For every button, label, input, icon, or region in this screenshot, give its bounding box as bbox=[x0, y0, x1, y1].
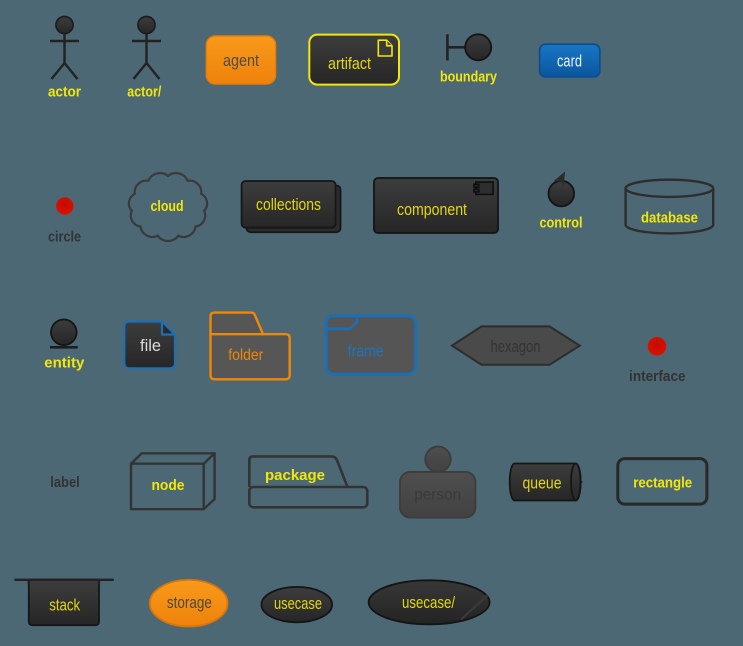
svg-text:folder: folder bbox=[228, 347, 264, 364]
svg-text:frame: frame bbox=[348, 342, 384, 361]
svg-text:database: database bbox=[641, 210, 698, 227]
svg-text:hexagon: hexagon bbox=[491, 337, 541, 356]
svg-text:control: control bbox=[540, 215, 583, 232]
svg-text:actor: actor bbox=[48, 84, 81, 101]
svg-text:collections: collections bbox=[256, 195, 321, 214]
svg-text:cloud: cloud bbox=[151, 198, 184, 215]
svg-text:stack: stack bbox=[49, 596, 80, 615]
svg-text:usecase/: usecase/ bbox=[402, 593, 455, 612]
svg-text:storage: storage bbox=[167, 593, 212, 612]
svg-text:circle: circle bbox=[48, 229, 81, 246]
svg-text:usecase: usecase bbox=[274, 594, 322, 613]
svg-text:artifact: artifact bbox=[328, 54, 371, 73]
svg-text:interface: interface bbox=[629, 368, 686, 385]
svg-text:actor/: actor/ bbox=[127, 84, 162, 101]
svg-text:component: component bbox=[397, 200, 467, 219]
svg-text:agent: agent bbox=[223, 51, 259, 70]
svg-text:person: person bbox=[414, 487, 461, 504]
svg-text:label: label bbox=[50, 474, 80, 491]
svg-text:card: card bbox=[557, 52, 582, 71]
svg-text:queue: queue bbox=[523, 474, 562, 493]
svg-text:rectangle: rectangle bbox=[633, 475, 692, 492]
svg-text:entity: entity bbox=[44, 355, 85, 372]
svg-text:file: file bbox=[140, 336, 161, 355]
svg-text:package: package bbox=[265, 467, 325, 484]
svg-text:boundary: boundary bbox=[440, 69, 498, 86]
svg-text:node: node bbox=[152, 477, 185, 494]
